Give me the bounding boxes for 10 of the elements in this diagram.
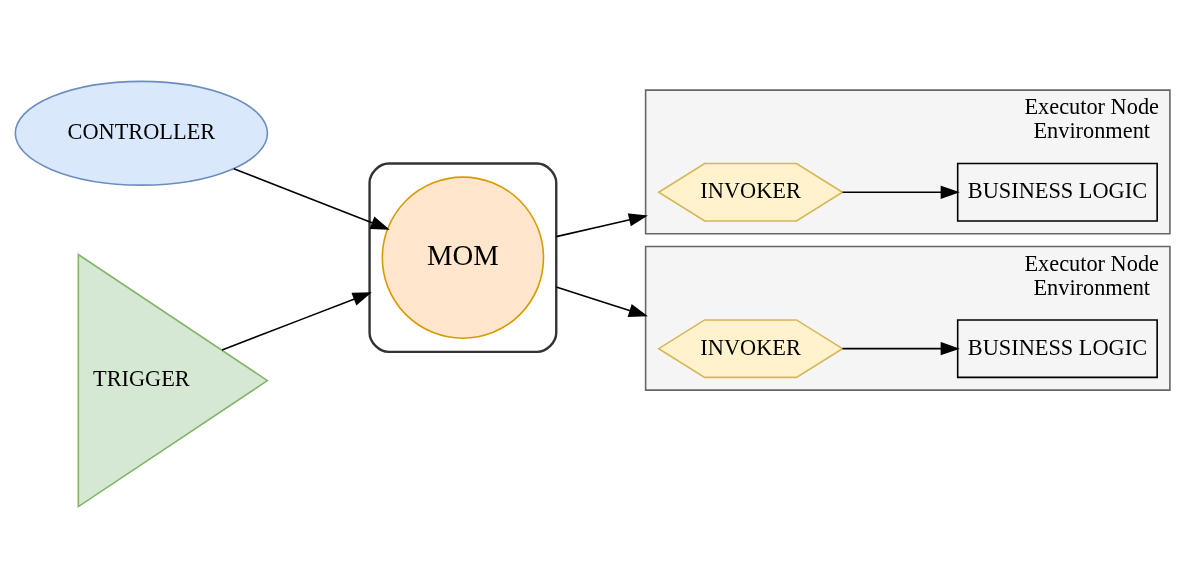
node-box: BUSINESS LOGIC: [956, 162, 1158, 222]
arrow: [232, 167, 390, 230]
arrow: [841, 341, 960, 355]
arrow: [555, 285, 648, 317]
arrow: [555, 212, 648, 237]
node-circle: MOM: [381, 175, 545, 339]
arrow: [841, 185, 960, 199]
arrow: [221, 291, 372, 351]
node-ellipse: CONTROLLER: [14, 80, 269, 186]
node-box: BUSINESS LOGIC: [956, 318, 1158, 378]
